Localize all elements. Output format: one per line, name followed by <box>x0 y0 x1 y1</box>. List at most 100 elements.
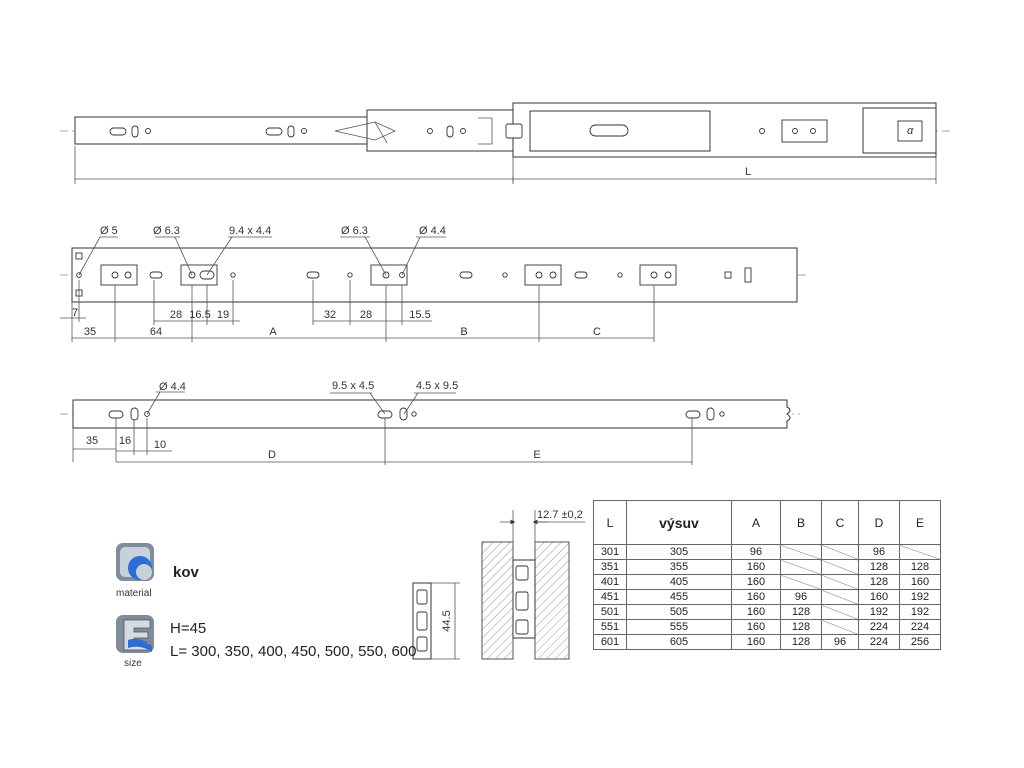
table-cell: 160 <box>858 589 900 605</box>
table-cell: 192 <box>899 589 941 605</box>
dim-16-5: 16.5 <box>189 309 210 321</box>
dim-44-5: 44.5 <box>441 610 453 631</box>
table-cell: 192 <box>858 604 900 620</box>
header-A: A <box>731 500 781 545</box>
table-cell: 605 <box>626 634 732 650</box>
dim-A: A <box>269 326 277 338</box>
table-cell: 351 <box>593 559 627 575</box>
dim-28-b: 28 <box>360 309 372 321</box>
table-cell: 305 <box>626 544 732 560</box>
dim-D: D <box>268 449 276 461</box>
table-cell <box>821 574 859 590</box>
header-vysuv: výsuv <box>626 500 732 545</box>
table-cell: 96 <box>780 589 822 605</box>
table-cell: 128 <box>780 634 822 650</box>
callout-hole-6-3-b: Ø 6.3 <box>341 225 368 237</box>
middle-view-rail: Ø 5 Ø 6.3 9.4 x 4.4 Ø 6.3 Ø 4.4 7 35 64 … <box>60 225 810 342</box>
table-cell: 555 <box>626 619 732 635</box>
dim-32: 32 <box>324 309 336 321</box>
table-cell: 451 <box>593 589 627 605</box>
callout-slot-4-5: 4.5 x 9.5 <box>416 380 458 392</box>
lengths-text: L= 300, 350, 400, 450, 500, 550, 600 <box>170 643 417 660</box>
callout-hole-4-4: Ø 4.4 <box>419 225 446 237</box>
table-cell: 96 <box>731 544 781 560</box>
table-cell: 601 <box>593 634 627 650</box>
table-cell: 96 <box>858 544 900 560</box>
material-label: material <box>116 588 152 599</box>
table-cell: 256 <box>899 634 941 650</box>
material-value: kov <box>173 564 199 581</box>
header-D: D <box>858 500 900 545</box>
header-C: C <box>821 500 859 545</box>
dim-15-5: 15.5 <box>409 309 430 321</box>
profile-view: 44.5 <box>412 582 460 660</box>
table-cell: 224 <box>858 619 900 635</box>
dim-10: 10 <box>154 439 166 451</box>
dim-64: 64 <box>150 326 162 338</box>
bottom-view-rail: Ø 4.4 9.5 x 4.5 4.5 x 9.5 35 16 10 D E <box>60 380 800 465</box>
dim-12-7: 12.7 ±0,2 <box>537 509 583 521</box>
table-cell: 401 <box>593 574 627 590</box>
table-cell <box>821 619 859 635</box>
table-cell: 160 <box>731 589 781 605</box>
dim-C: C <box>593 326 601 338</box>
svg-text:α: α <box>907 125 914 137</box>
callout-slot-9-5: 9.5 x 4.5 <box>332 380 374 392</box>
size-label: size <box>124 658 142 669</box>
mounting-section: 12.7 ±0,2 <box>481 509 585 660</box>
table-cell: 160 <box>731 574 781 590</box>
table-cell: 160 <box>731 559 781 575</box>
callout-hole-5: Ø 5 <box>100 225 118 237</box>
table-cell <box>821 559 859 575</box>
table-cell: 96 <box>821 634 859 650</box>
table-cell <box>780 544 822 560</box>
table-cell <box>780 574 822 590</box>
size-icon <box>116 615 154 653</box>
table-cell: 128 <box>858 574 900 590</box>
table-cell: 128 <box>899 559 941 575</box>
top-view-slide: α L <box>60 102 950 184</box>
table-cell: 224 <box>858 634 900 650</box>
table-cell: 551 <box>593 619 627 635</box>
material-icon <box>116 543 154 581</box>
table-cell <box>821 544 859 560</box>
table-cell: 160 <box>731 619 781 635</box>
callout-slot-9-4: 9.4 x 4.4 <box>229 225 271 237</box>
table-cell: 455 <box>626 589 732 605</box>
table-cell <box>780 559 822 575</box>
dim-E: E <box>533 449 540 461</box>
table-cell <box>899 544 941 560</box>
header-L: L <box>593 500 627 545</box>
table-cell <box>821 589 859 605</box>
dim-28-a: 28 <box>170 309 182 321</box>
height-text: H=45 <box>170 620 207 637</box>
dim-19: 19 <box>217 309 229 321</box>
header-E: E <box>899 500 941 545</box>
table-cell: 192 <box>899 604 941 620</box>
table-cell: 128 <box>780 619 822 635</box>
dim-16: 16 <box>119 435 131 447</box>
table-cell: 160 <box>899 574 941 590</box>
table-cell: 128 <box>780 604 822 620</box>
dim-B: B <box>460 326 467 338</box>
table-header-row: L výsuv A B C D E <box>593 500 941 545</box>
dim-35-b: 35 <box>86 435 98 447</box>
callout-hole-4-4-b: Ø 4.4 <box>159 381 186 393</box>
table-cell: 160 <box>731 634 781 650</box>
table-cell: 405 <box>626 574 732 590</box>
table-cell: 128 <box>858 559 900 575</box>
table-cell: 160 <box>731 604 781 620</box>
table-cell: 501 <box>593 604 627 620</box>
dim-35: 35 <box>84 326 96 338</box>
table-cell: 301 <box>593 544 627 560</box>
callout-hole-6-3-a: Ø 6.3 <box>153 225 180 237</box>
